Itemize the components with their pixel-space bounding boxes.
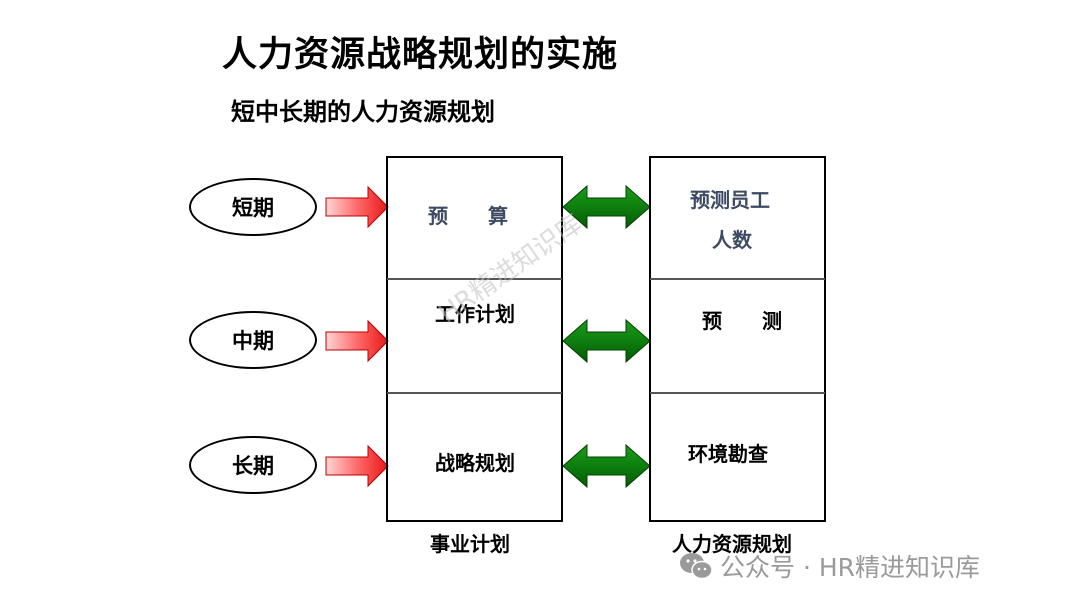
business-plan-box bbox=[386, 156, 563, 522]
term-long-ellipse: 长期 bbox=[189, 436, 317, 494]
environment-scan-label: 环境勘查 bbox=[688, 442, 768, 466]
wechat-icon bbox=[680, 553, 713, 580]
forecast-staff-label: 预测员工 bbox=[690, 188, 770, 212]
red-arrow-long bbox=[325, 444, 389, 488]
work-plan-label: 工作计划 bbox=[435, 302, 515, 326]
forecast-label: 预 测 bbox=[702, 309, 782, 333]
green-double-arrow-mid bbox=[562, 318, 651, 364]
footer-watermark: 公众号 · HR精进知识库 bbox=[678, 548, 980, 584]
strategic-plan-label: 战略规划 bbox=[435, 451, 515, 475]
red-arrow-short bbox=[325, 185, 389, 229]
headcount-label: 人数 bbox=[712, 228, 752, 252]
page-subtitle: 短中长期的人力资源规划 bbox=[231, 98, 495, 126]
business-plan-caption: 事业计划 bbox=[430, 532, 510, 556]
term-short-ellipse: 短期 bbox=[189, 178, 317, 236]
term-mid-ellipse: 中期 bbox=[189, 311, 317, 369]
hr-plan-box bbox=[649, 156, 826, 522]
page-title: 人力资源战略规划的实施 bbox=[222, 35, 619, 75]
red-arrow-mid bbox=[325, 319, 389, 363]
business-plan-divider-2 bbox=[387, 392, 562, 394]
business-plan-divider-1 bbox=[387, 278, 562, 280]
hr-plan-caption: 人力资源规划 bbox=[672, 532, 792, 556]
green-double-arrow-bottom bbox=[562, 443, 651, 489]
budget-label: 预 算 bbox=[428, 204, 508, 228]
hr-plan-divider-1 bbox=[650, 278, 825, 280]
footer-watermark-text: 公众号 · HR精进知识库 bbox=[720, 553, 981, 582]
hr-plan-divider-2 bbox=[650, 392, 825, 394]
